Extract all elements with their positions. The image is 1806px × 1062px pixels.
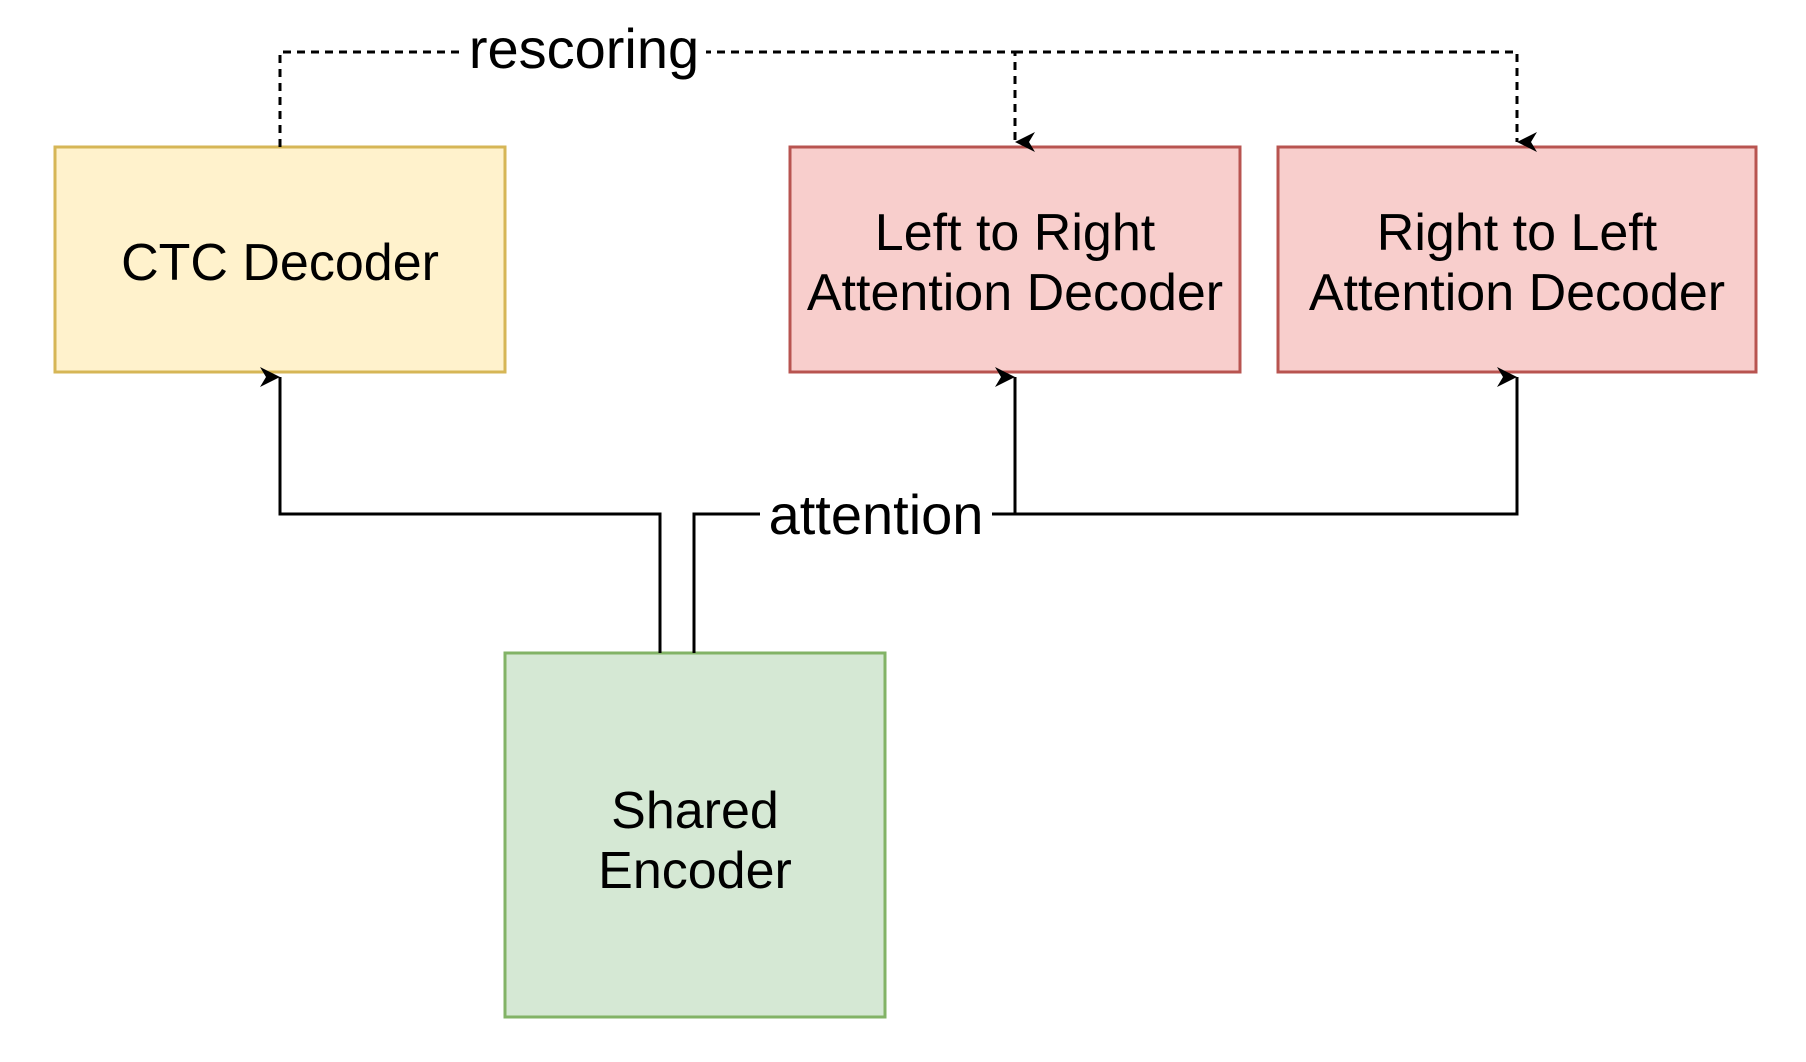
l2r-decoder-label-line-2: Attention Decoder xyxy=(807,264,1223,322)
attention-edge-label: attention xyxy=(769,483,984,546)
shared-encoder-label-line-2: Encoder xyxy=(598,842,792,900)
attention-connector-branch xyxy=(1015,367,1519,516)
shared-encoder-node: Shared Encoder xyxy=(503,651,887,1019)
ctc-decoder-label: CTC Decoder xyxy=(121,234,439,292)
r2l-decoder-label-line-1: Right to Left xyxy=(1377,204,1658,262)
rescoring-label-background xyxy=(462,20,706,84)
shared-encoder-label-line-1: Shared xyxy=(611,782,779,840)
encoder-to-ctc-connector xyxy=(260,367,662,653)
r2l-decoder-node: Right to Left Attention Decoder xyxy=(1276,145,1758,374)
rescoring-connector-branch xyxy=(1015,50,1537,152)
l2r-decoder-label-line-1: Left to Right xyxy=(875,204,1156,262)
ctc-decoder-box xyxy=(53,145,507,374)
rescoring-edge-label: rescoring xyxy=(469,17,699,80)
attention-label-background xyxy=(760,482,992,546)
l2r-decoder-node: Left to Right Attention Decoder xyxy=(788,145,1242,374)
shared-encoder-box xyxy=(503,651,887,1019)
ctc-decoder-node: CTC Decoder xyxy=(53,145,507,374)
r2l-decoder-label-line-2: Attention Decoder xyxy=(1309,264,1725,322)
l2r-decoder-box xyxy=(788,145,1242,374)
